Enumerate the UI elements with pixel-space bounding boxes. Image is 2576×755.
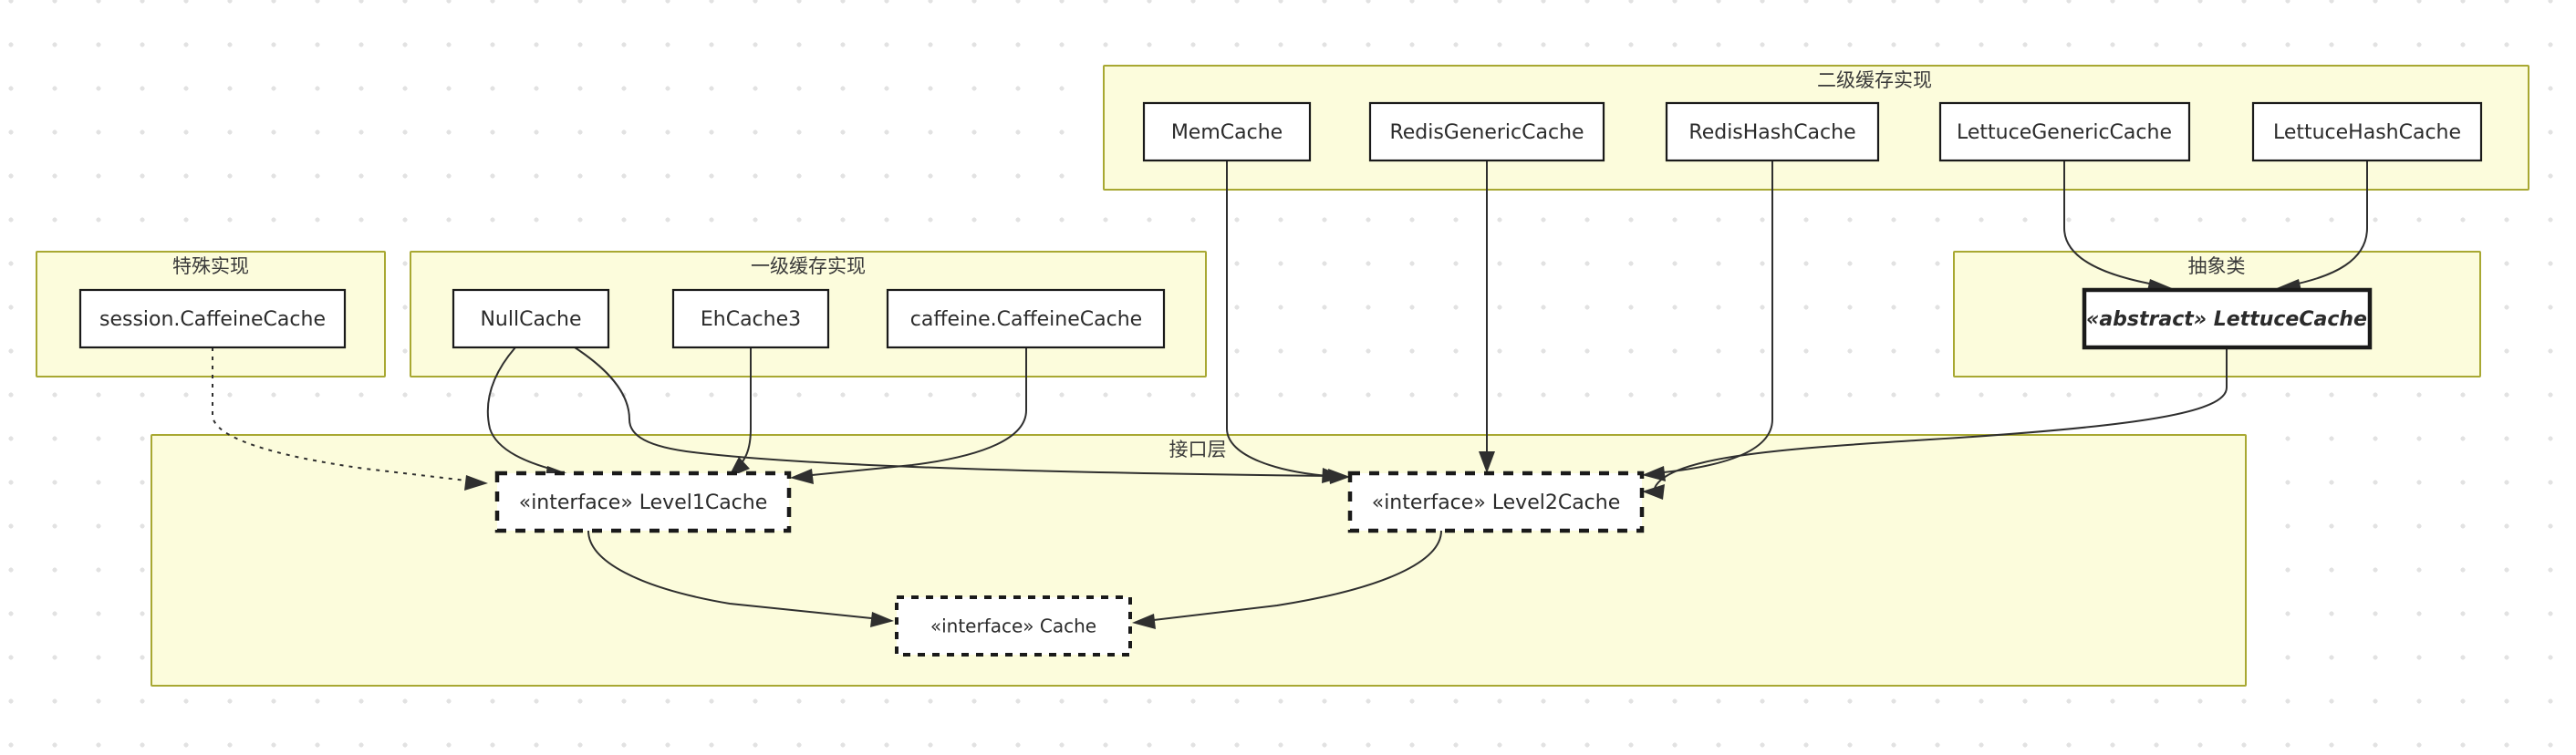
node-lettuce-hash-cache[interactable]: LettuceHashCache: [2251, 101, 2483, 162]
node-level2-cache-interface[interactable]: «interface» Level2Cache: [1347, 471, 1645, 533]
node-box: [494, 471, 792, 533]
node-memcache[interactable]: MemCache: [1142, 101, 1312, 162]
node-box: [78, 288, 347, 349]
node-session-caffeine-cache[interactable]: session.CaffeineCache: [78, 288, 347, 349]
node-ehcache3[interactable]: EhCache3: [671, 288, 830, 349]
node-label: «interface» Cache: [930, 615, 1096, 637]
node-box: [1665, 101, 1880, 162]
node-box: [895, 595, 1132, 657]
node-box: [1368, 101, 1605, 162]
edge-redisgeneric-to-level2: [1479, 160, 1495, 473]
node-label: EhCache3: [701, 308, 801, 331]
arrowhead: [1479, 451, 1495, 473]
node-label: LettuceHashCache: [2273, 121, 2461, 144]
node-box: [671, 288, 830, 349]
node-caffeine-cache[interactable]: caffeine.CaffeineCache: [886, 288, 1166, 349]
edge-level1-to-cache: [587, 530, 894, 627]
node-lettuce-cache-abstract[interactable]: «abstract» LettuceCache: [2082, 287, 2373, 350]
node-label: «interface» Level1Cache: [519, 491, 768, 514]
edge-nullcache-to-level2: [574, 346, 1345, 483]
node-label: NullCache: [480, 308, 581, 331]
node-label: «interface» Level2Cache: [1372, 491, 1621, 514]
node-label: LettuceGenericCache: [1957, 121, 2172, 144]
node-box: [452, 288, 610, 349]
group-title: 接口层: [1169, 439, 1227, 460]
node-box: [1142, 101, 1312, 162]
node-box: [2251, 101, 2483, 162]
node-label: session.CaffeineCache: [99, 308, 326, 331]
group-interface-layer[interactable]: 接口层: [151, 434, 2247, 687]
edge-level2-to-cache: [1132, 530, 1442, 629]
node-null-cache[interactable]: NullCache: [452, 288, 610, 349]
group-title: 一级缓存实现: [751, 255, 866, 277]
arrowhead: [790, 469, 814, 484]
group-title: 二级缓存实现: [1817, 69, 1932, 91]
node-box: [1347, 471, 1645, 533]
node-box: [1938, 101, 2191, 162]
node-label: caffeine.CaffeineCache: [910, 308, 1142, 331]
node-redis-hash-cache[interactable]: RedisHashCache: [1665, 101, 1880, 162]
node-level1-cache-interface[interactable]: «interface» Level1Cache: [494, 471, 792, 533]
node-cache-interface[interactable]: «interface» Cache: [895, 595, 1132, 657]
node-redis-generic-cache[interactable]: RedisGenericCache: [1368, 101, 1605, 162]
arrowhead: [464, 475, 488, 491]
node-label: «abstract» LettuceCache: [2086, 308, 2367, 331]
node-label: MemCache: [1171, 121, 1283, 144]
group-box: [151, 434, 2247, 687]
edge-caffeine-to-level1: [790, 347, 1027, 484]
node-label: RedisHashCache: [1688, 121, 1855, 144]
arrowhead: [1642, 466, 1666, 481]
edge-lettucecache-to-lettuce-level2: [1642, 347, 2228, 500]
edge-session-to-level1: [212, 347, 488, 491]
group-title: 特殊实现: [172, 255, 249, 277]
arrowhead: [1642, 484, 1665, 500]
group-title: 抽象类: [2188, 255, 2246, 277]
arrowhead: [1322, 468, 1345, 483]
node-lettuce-generic-cache[interactable]: LettuceGenericCache: [1938, 101, 2191, 162]
node-box: [2082, 287, 2373, 350]
node-box: [886, 288, 1166, 349]
edge-redishash-to-level2: [1642, 160, 1773, 481]
node-label: RedisGenericCache: [1389, 121, 1584, 144]
arrowhead: [870, 612, 894, 627]
arrowhead: [1132, 614, 1156, 629]
